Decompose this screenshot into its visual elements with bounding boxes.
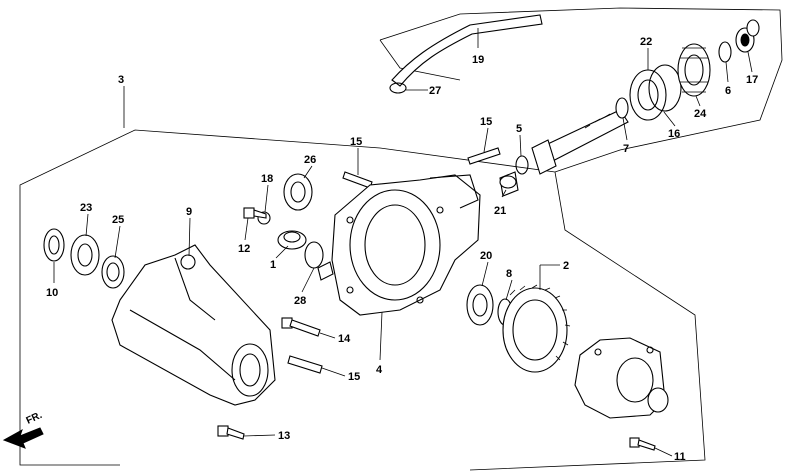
ring-gear (502, 284, 571, 373)
assembly-2-frame (469, 171, 706, 471)
front-arrow-label: FR. (25, 410, 44, 427)
callout-16: 16 (668, 128, 680, 140)
callout-6: 6 (725, 85, 731, 97)
pinion-shaft (531, 109, 629, 175)
bolt-13 (217, 425, 245, 440)
sleeve-21 (499, 171, 519, 197)
callout-26: 26 (304, 154, 316, 166)
gear-24 (677, 43, 711, 97)
stud-15-upper (467, 147, 501, 165)
callout-labels: 3 19 27 22 17 6 24 16 7 5 15 15 26 18 12… (46, 36, 758, 463)
callout-10: 10 (46, 287, 58, 299)
o-ring-5 (515, 155, 529, 175)
differential-case (574, 337, 669, 419)
bearing-20 (466, 284, 494, 326)
breather-tube-19 (391, 14, 543, 87)
callout-13: 13 (278, 430, 290, 442)
ring-25 (101, 255, 125, 289)
bolt-14 (281, 317, 321, 337)
callout-24: 24 (694, 108, 707, 120)
o-ring-28 (304, 241, 334, 281)
callout-28: 28 (294, 295, 306, 307)
callout-17: 17 (746, 74, 758, 86)
callout-14: 14 (338, 333, 351, 345)
callout-7: 7 (623, 143, 629, 155)
housing-9 (111, 244, 276, 406)
callout-25: 25 (112, 214, 124, 226)
gear-case-4 (331, 174, 481, 316)
assembly-3-frame (19, 7, 783, 466)
callout-21: 21 (494, 205, 506, 217)
callout-18: 18 (261, 173, 273, 185)
collar-small (746, 19, 760, 37)
bolt-11 (629, 437, 656, 451)
leader-lines (53, 28, 753, 457)
callout-27: 27 (429, 85, 441, 97)
callout-11: 11 (674, 451, 686, 463)
bearing-22 (629, 64, 682, 121)
shim-7 (615, 97, 629, 119)
stud-15-lower (287, 355, 323, 374)
cap-1 (277, 230, 307, 250)
callout-2: 2 (563, 260, 569, 272)
bearing-23 (70, 234, 100, 276)
front-direction-arrow: FR. (2, 410, 44, 449)
seal-10 (43, 228, 65, 262)
tube-clip-27 (389, 82, 407, 94)
bearing-26 (283, 173, 313, 211)
callout-5: 5 (516, 123, 522, 135)
stud-15-left (342, 171, 373, 189)
callout-1: 1 (270, 259, 276, 271)
callout-15-upper: 15 (480, 116, 492, 128)
callout-12: 12 (238, 243, 250, 255)
callout-19: 19 (472, 54, 484, 66)
callout-8: 8 (506, 268, 512, 280)
callout-9: 9 (186, 206, 192, 218)
callout-23: 23 (80, 202, 92, 214)
callout-22: 22 (640, 36, 652, 48)
callout-15-lower: 15 (348, 371, 360, 383)
callout-20: 20 (480, 250, 492, 262)
bolt-12 (243, 207, 267, 219)
washer-6 (718, 41, 732, 63)
callout-4: 4 (376, 364, 383, 376)
callout-3: 3 (118, 74, 124, 86)
callout-15-left: 15 (350, 136, 362, 148)
